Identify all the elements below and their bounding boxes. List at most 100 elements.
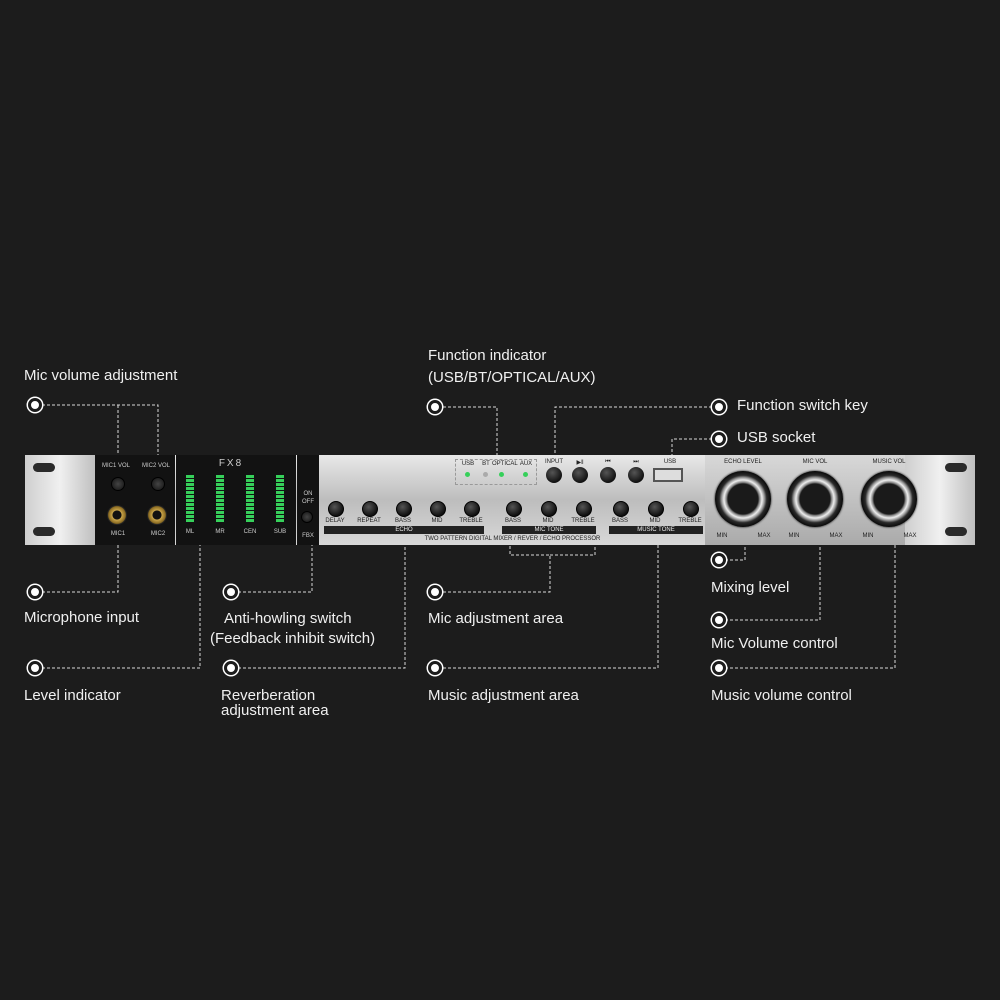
mic2-vol-label: MIC2 VOL bbox=[141, 463, 170, 469]
source-led-usb bbox=[465, 472, 470, 477]
echo-repeat-knob[interactable] bbox=[362, 501, 378, 517]
mic-tone-section-label: MIC TONE bbox=[502, 526, 596, 534]
mic1-volume-knob[interactable] bbox=[111, 477, 125, 491]
meter-segment bbox=[246, 491, 254, 494]
min-label: MIN bbox=[862, 533, 874, 539]
next-icon: ⏭ bbox=[633, 459, 639, 465]
music-tone-treble-knob[interactable] bbox=[683, 501, 699, 517]
mic2-jack[interactable] bbox=[147, 505, 167, 525]
mic1-vol-label: MIC1 VOL bbox=[101, 463, 130, 469]
meter-label: CEN bbox=[243, 529, 257, 535]
mic-tone-treble-knob[interactable] bbox=[576, 501, 592, 517]
meter-segment bbox=[246, 519, 254, 522]
label-feedback-inhibit: (Feedback inhibit switch) bbox=[210, 630, 376, 647]
source-indicator-group bbox=[455, 459, 537, 485]
label-reverberation-area: adjustment area bbox=[221, 702, 329, 719]
meter-segment bbox=[216, 503, 224, 506]
meter-segment bbox=[246, 511, 254, 514]
echo-delay-knob[interactable] bbox=[328, 501, 344, 517]
meter-segment bbox=[246, 479, 254, 482]
meter-segment bbox=[246, 487, 254, 490]
big-knob-label: MUSIC VOL bbox=[872, 459, 906, 465]
meter-segment bbox=[186, 475, 194, 478]
callout-dot-music-adjustment bbox=[428, 661, 442, 675]
meter-segment bbox=[246, 515, 254, 518]
meter-segment bbox=[276, 479, 284, 482]
source-led-aux bbox=[523, 472, 528, 477]
meter-segment bbox=[216, 491, 224, 494]
mic-input-panel: MIC1 VOL MIC2 VOL MIC1 MIC2 bbox=[95, 455, 175, 545]
level-meter-cen bbox=[246, 475, 254, 523]
source-led-bt bbox=[483, 472, 488, 477]
meter-segment bbox=[186, 503, 194, 506]
model-label: FX8 bbox=[218, 458, 244, 469]
music-vol-knob[interactable] bbox=[861, 471, 917, 527]
callout-dot-usb-socket bbox=[712, 432, 726, 446]
meter-segment bbox=[216, 515, 224, 518]
input-label: INPUT bbox=[545, 459, 563, 465]
fbx-label: FBX bbox=[302, 533, 314, 539]
meter-segment bbox=[216, 483, 224, 486]
meter-segment bbox=[246, 499, 254, 502]
play-pause-icon: ▶‖ bbox=[576, 460, 584, 466]
rack-slot-icon bbox=[945, 527, 967, 536]
meter-segment bbox=[276, 503, 284, 506]
mic2-label: MIC2 bbox=[150, 531, 166, 537]
anti-howling-switch[interactable] bbox=[301, 511, 313, 523]
meter-segment bbox=[216, 519, 224, 522]
label-mic-adjustment-area: Mic adjustment area bbox=[428, 610, 564, 627]
meter-segment bbox=[186, 495, 194, 498]
next-button[interactable] bbox=[628, 467, 644, 483]
source-label-bt: BT bbox=[482, 461, 490, 467]
mic1-label: MIC1 bbox=[110, 531, 126, 537]
meter-segment bbox=[216, 487, 224, 490]
label-mixing-level: Mixing level bbox=[711, 579, 790, 596]
label-function-indicator: Function indicator bbox=[428, 347, 547, 364]
mic-tone-mid-knob[interactable] bbox=[541, 501, 557, 517]
echo-mid-knob[interactable] bbox=[430, 501, 446, 517]
callout-dot-mic-volume-control bbox=[712, 613, 726, 627]
previous-button[interactable] bbox=[600, 467, 616, 483]
music-tone-mid-knob[interactable] bbox=[648, 501, 664, 517]
level-meter-mr bbox=[216, 475, 224, 523]
meter-segment bbox=[216, 511, 224, 514]
knob-label: TREBLE bbox=[571, 518, 595, 524]
meter-segment bbox=[246, 483, 254, 486]
rack-slot-icon bbox=[33, 527, 55, 536]
mic2-volume-knob[interactable] bbox=[151, 477, 165, 491]
meter-segment bbox=[276, 511, 284, 514]
previous-icon: ⏮ bbox=[605, 459, 611, 465]
label-usb-socket: USB socket bbox=[737, 429, 816, 446]
callout-dot-level-indicator bbox=[28, 661, 42, 675]
source-led-optical bbox=[499, 472, 504, 477]
music-tone-bass-knob[interactable] bbox=[613, 501, 629, 517]
usb-port-label: USB bbox=[663, 459, 677, 465]
meter-label: MR bbox=[215, 529, 225, 535]
label-mic-volume-adjustment: Mic volume adjustment bbox=[24, 367, 178, 384]
meter-segment bbox=[276, 475, 284, 478]
max-label: MAX bbox=[829, 533, 843, 539]
mic1-jack[interactable] bbox=[107, 505, 127, 525]
meter-segment bbox=[186, 479, 194, 482]
meter-segment bbox=[186, 515, 194, 518]
level-meter-ml bbox=[186, 475, 194, 523]
input-switch-button[interactable] bbox=[546, 467, 562, 483]
label-function-switch-key: Function switch key bbox=[737, 397, 868, 414]
mic-vol-knob[interactable] bbox=[787, 471, 843, 527]
knob-label: MID bbox=[649, 518, 661, 524]
echo-bass-knob[interactable] bbox=[396, 501, 412, 517]
max-label: MAX bbox=[757, 533, 771, 539]
echo-treble-knob[interactable] bbox=[464, 501, 480, 517]
play-pause-button[interactable] bbox=[572, 467, 588, 483]
source-label-optical: OPTICAL bbox=[492, 461, 518, 467]
echo-level-knob[interactable] bbox=[715, 471, 771, 527]
mic-tone-bass-knob[interactable] bbox=[506, 501, 522, 517]
callout-dot-mixing-level bbox=[712, 553, 726, 567]
big-knob-label: MIC VOL bbox=[802, 459, 828, 465]
label-anti-howling: Anti-howling switch bbox=[224, 610, 352, 627]
usb-socket[interactable] bbox=[653, 468, 683, 482]
